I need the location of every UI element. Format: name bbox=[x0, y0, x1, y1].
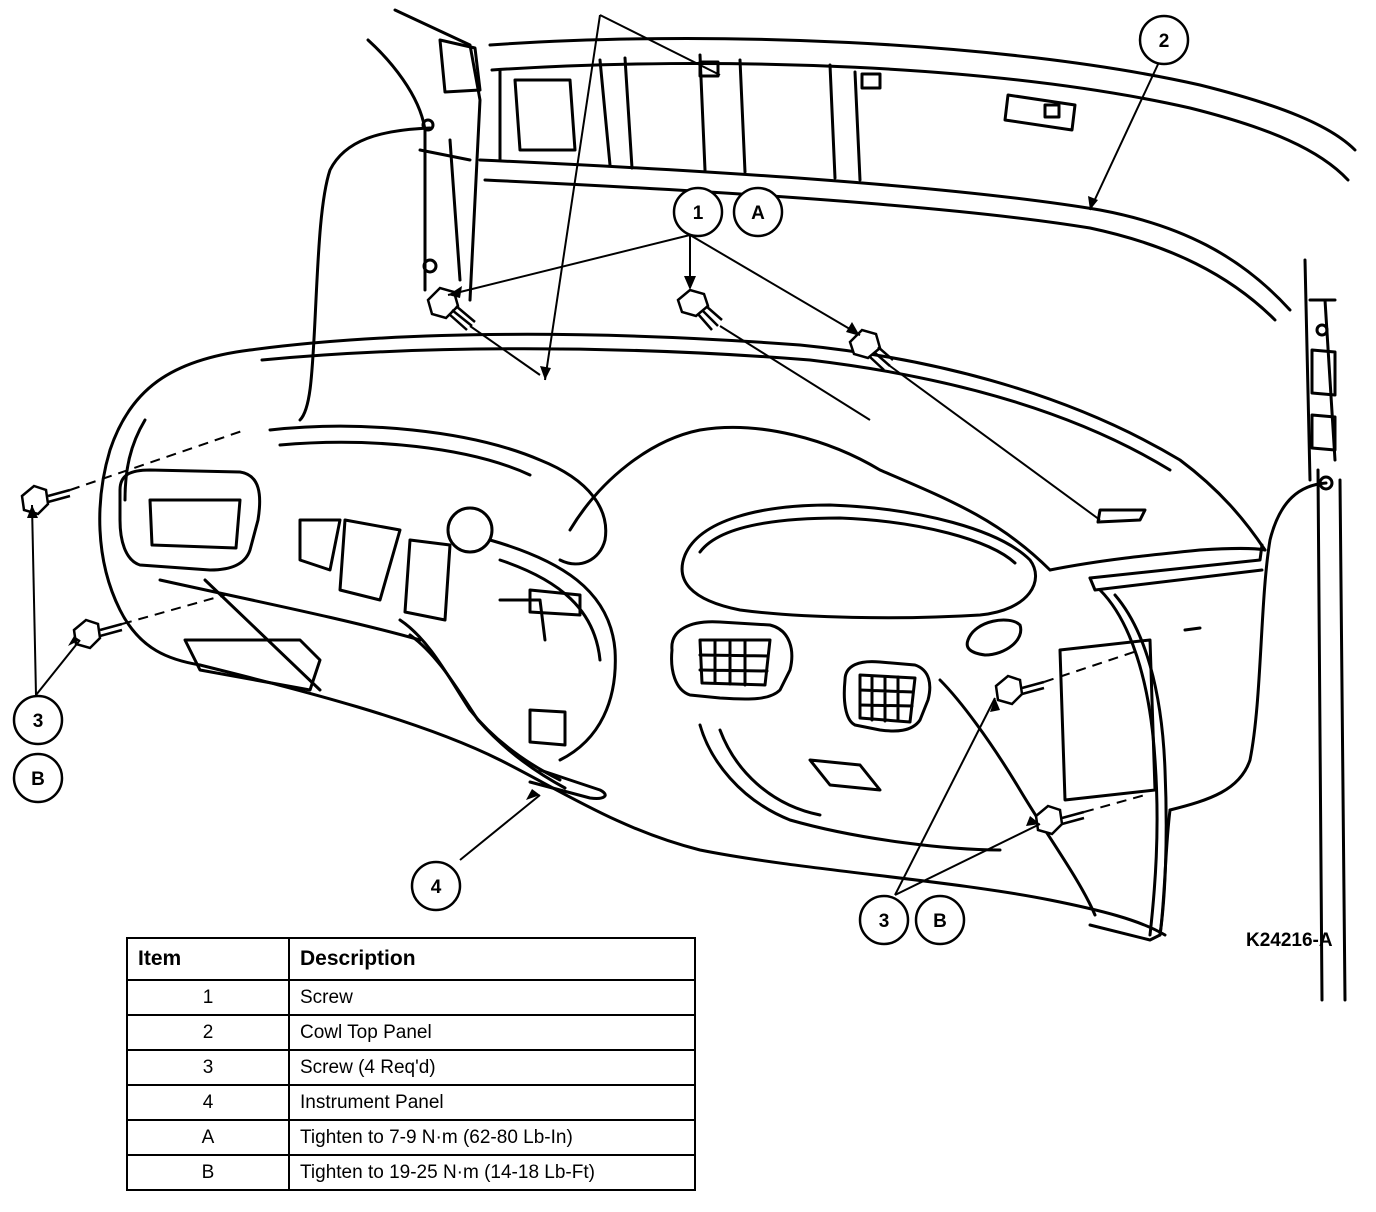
svg-text:2: 2 bbox=[1159, 31, 1170, 52]
legend-description: Screw (4 Req'd) bbox=[288, 1049, 696, 1086]
callouts: 1 A 2 3 B 4 3 B bbox=[12, 14, 1190, 946]
legend-item: 2 bbox=[126, 1014, 290, 1051]
instrument-panel bbox=[98, 332, 1267, 942]
table-row: 1 Screw bbox=[126, 979, 696, 1016]
callout-1: 1 bbox=[672, 186, 724, 238]
table-row: 2 Cowl Top Panel bbox=[126, 1014, 696, 1051]
screw-3-right-upper bbox=[994, 674, 1045, 706]
svg-text:3: 3 bbox=[879, 911, 890, 932]
figure-id: K24216-A bbox=[1246, 930, 1333, 951]
svg-text:4: 4 bbox=[431, 877, 442, 898]
legend-description: Tighten to 7-9 N·m (62-80 Lb-In) bbox=[288, 1119, 696, 1156]
screws bbox=[20, 286, 1085, 836]
leader-lines bbox=[31, 14, 1161, 896]
svg-text:B: B bbox=[933, 911, 947, 932]
callout-3-right: 3 bbox=[858, 894, 910, 946]
table-row: B Tighten to 19-25 N·m (14-18 Lb-Ft) bbox=[126, 1154, 696, 1191]
legend-item: A bbox=[126, 1119, 290, 1156]
legend-item: 1 bbox=[126, 979, 290, 1016]
callout-A: A bbox=[732, 186, 784, 238]
screw-3-right-lower bbox=[1034, 804, 1085, 836]
svg-text:3: 3 bbox=[33, 711, 44, 732]
legend-table: Item Description 1 Screw 2 Cowl Top Pane… bbox=[126, 937, 696, 1191]
legend-description: Tighten to 19-25 N·m (14-18 Lb-Ft) bbox=[288, 1154, 696, 1191]
callout-2: 2 bbox=[1138, 14, 1190, 66]
screw-1-right bbox=[848, 328, 894, 371]
callout-4: 4 bbox=[410, 860, 462, 912]
callout-B-left: B bbox=[12, 752, 64, 804]
legend-item: B bbox=[126, 1154, 290, 1191]
alignment-lines bbox=[69, 429, 1146, 813]
cowl-top-panel bbox=[298, 8, 1357, 1002]
legend-header-description: Description bbox=[288, 937, 696, 981]
legend-header-row: Item Description bbox=[126, 937, 696, 981]
legend-item: 3 bbox=[126, 1049, 290, 1086]
screw-3-left-lower bbox=[72, 618, 123, 650]
legend-header-item: Item bbox=[126, 937, 290, 981]
arrowheads bbox=[27, 196, 1098, 826]
legend-description: Screw bbox=[288, 979, 696, 1016]
svg-text:1: 1 bbox=[693, 203, 704, 224]
legend-description: Cowl Top Panel bbox=[288, 1014, 696, 1051]
svg-text:A: A bbox=[751, 203, 765, 224]
table-row: 4 Instrument Panel bbox=[126, 1084, 696, 1121]
legend-description: Instrument Panel bbox=[288, 1084, 696, 1121]
screw-3-left-upper bbox=[20, 484, 71, 516]
svg-text:B: B bbox=[31, 769, 45, 790]
callout-3-left: 3 bbox=[12, 694, 64, 746]
table-row: A Tighten to 7-9 N·m (62-80 Lb-In) bbox=[126, 1119, 696, 1156]
legend-item: 4 bbox=[126, 1084, 290, 1121]
callout-B-right: B bbox=[914, 894, 966, 946]
screw-1-center bbox=[676, 288, 723, 331]
table-row: 3 Screw (4 Req'd) bbox=[126, 1049, 696, 1086]
